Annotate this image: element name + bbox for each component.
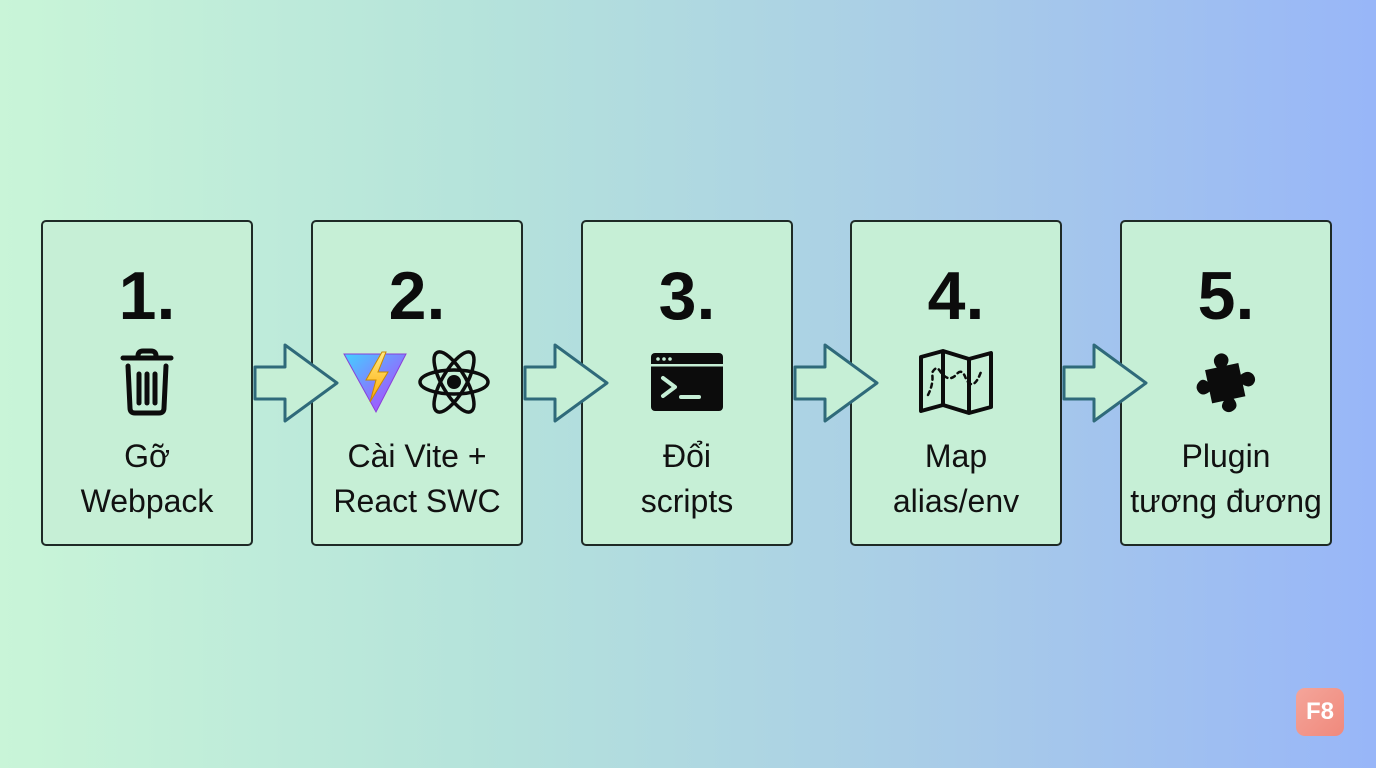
react-logo-icon bbox=[418, 350, 490, 414]
trash-icon bbox=[120, 348, 174, 416]
puzzle-piece-icon bbox=[1196, 353, 1256, 413]
step-number-1: 1. bbox=[118, 258, 176, 334]
step-label-4: Map alias/env bbox=[892, 438, 1020, 519]
map-icon bbox=[919, 349, 993, 415]
step-card-2: 2. bbox=[311, 220, 523, 546]
step-card-5: 5. Plugin tương đương bbox=[1120, 220, 1332, 546]
arrow-2-to-3 bbox=[523, 343, 609, 423]
arrow-1-to-2 bbox=[253, 343, 339, 423]
step-card-1: 1. Gỡ Webpack bbox=[41, 220, 253, 546]
step-label-5: Plugin tương đương bbox=[1130, 438, 1322, 519]
step-number-5: 5. bbox=[1197, 258, 1255, 334]
arrow-4-to-5 bbox=[1062, 343, 1148, 423]
step-number-4: 4. bbox=[927, 258, 985, 334]
step-card-4: 4. Map alias/env bbox=[850, 220, 1062, 546]
step-label-3: Đổi scripts bbox=[640, 438, 734, 519]
f8-logo: F8 bbox=[1296, 688, 1344, 736]
step-card-3: 3. Đổi scripts bbox=[581, 220, 793, 546]
step-number-2: 2. bbox=[388, 258, 446, 334]
step-label-1: Gỡ Webpack bbox=[80, 438, 214, 519]
vite-logo-icon bbox=[343, 351, 407, 414]
arrow-3-to-4 bbox=[793, 343, 879, 423]
step-number-3: 3. bbox=[658, 258, 716, 334]
step-label-2: Cài Vite + React SWC bbox=[333, 438, 501, 519]
terminal-icon bbox=[651, 353, 723, 411]
